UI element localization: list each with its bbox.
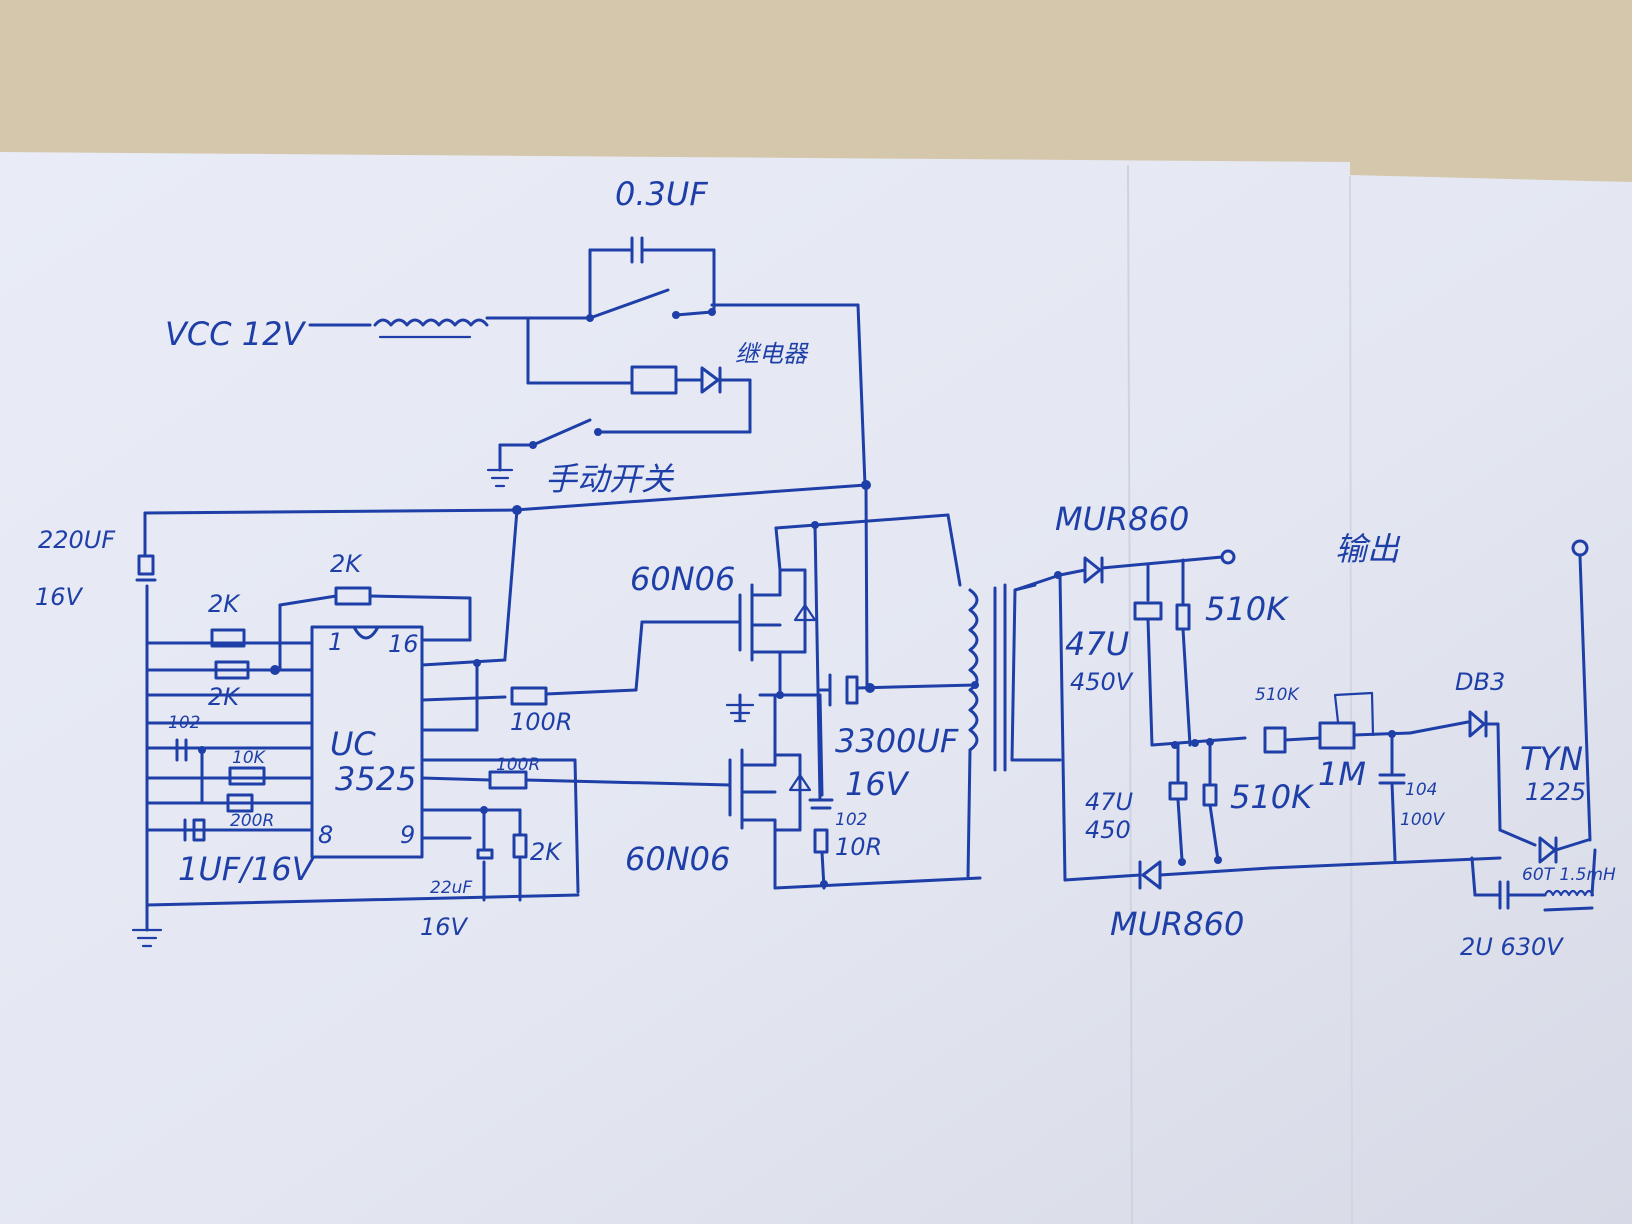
cap-1uf [192,818,206,842]
label-cap-2u: 2U 630V [1460,933,1564,961]
cap-220uf [137,554,155,576]
label-cap-03uf: 0.3UF [615,175,708,213]
label-cap-102-snub: 102 [835,810,867,830]
label-output: 输出 [1335,530,1401,568]
paper-sheet [0,152,1632,1224]
cap-22uf [476,848,494,860]
label-r-2k-left1: 2K [208,590,241,618]
label-r-10k: 10K [232,748,267,768]
label-cap-102-left: 102 [168,713,200,733]
label-inductor: 60T 1.5mH [1522,865,1616,885]
label-pot-1m: 1M [1318,755,1366,793]
r-2k-left-2 [214,660,250,680]
label-cap-220uf-v: 16V [35,583,84,611]
label-ic-pin1: 1 [328,628,343,656]
power-stage [725,513,1062,890]
label-r-510k-top: 510K [1205,590,1290,628]
r-100r-top [510,686,548,706]
label-cap-1uf: 1UF/16V [178,850,316,888]
ic-uc3525 [310,625,424,859]
label-scr: TYN [1520,740,1583,778]
label-r-100r-2: 100R [496,755,540,775]
label-scr-num: 1225 [1525,778,1586,806]
label-ic-pin9: 9 [400,821,415,849]
label-mosfet-top: 60N06 [630,560,735,598]
label-r-2k-top: 2K [330,550,363,578]
label-cap-47u-bottom: 47U [1085,788,1134,816]
paper-fold [1127,164,1133,1224]
label-cap-47u-top-v: 450V [1070,668,1134,696]
label-diac: DB3 [1455,668,1505,696]
label-r-510k-mid: 510K [1255,685,1300,705]
r-10k [228,766,266,786]
label-cap-104: 104 [1405,780,1437,800]
label-vcc: VCC 12V [165,315,306,353]
label-cap-47u-top: 47U [1065,625,1129,663]
label-ic-pin8: 8 [318,821,333,849]
label-mosfet-bottom: 60N06 [625,840,730,878]
choke-coil [373,318,489,327]
label-r-510k-bottom: 510K [1230,778,1315,816]
label-relay: 继电器 [735,340,809,368]
hv-section [1013,539,1597,912]
label-diode-bottom: MUR860 [1110,905,1244,943]
r-2k-left-1 [210,628,246,648]
inductor-60t [1543,889,1595,897]
input-section [308,236,871,687]
label-ic-pin16: 16 [388,630,419,658]
paper-fold-2 [1349,175,1353,1224]
label-r-10r: 10R [835,833,882,861]
label-cap-104-v: 100V [1400,810,1445,830]
label-cap-3300uf: 3300UF [835,722,959,760]
label-v16-bottom: 16V [420,913,469,941]
label-manual-switch: 手动开关 [545,460,675,498]
label-ic-name1: UC [330,725,376,763]
r-200r [226,793,254,813]
label-ic-name2: 3525 [335,760,416,798]
label-r-2k-right: 2K [530,838,563,866]
labels: 0.3UF VCC 12V 继电器 手动开关 220UF 16V 2K 2K 2… [35,175,1616,961]
control-section [131,505,742,948]
label-diode-top: MUR860 [1055,500,1189,538]
transformer-primary [968,588,979,752]
label-cap-220uf: 220UF [38,526,116,554]
label-r-2k-left2: 2K [208,683,241,711]
label-cap-47u-bottom-v: 450 [1085,816,1131,844]
label-r-100r-1: 100R [510,708,572,736]
label-cap-22uf: 22uF [430,878,472,898]
label-cap-3300uf-v: 16V [845,765,910,803]
label-r-200r: 200R [230,811,274,831]
